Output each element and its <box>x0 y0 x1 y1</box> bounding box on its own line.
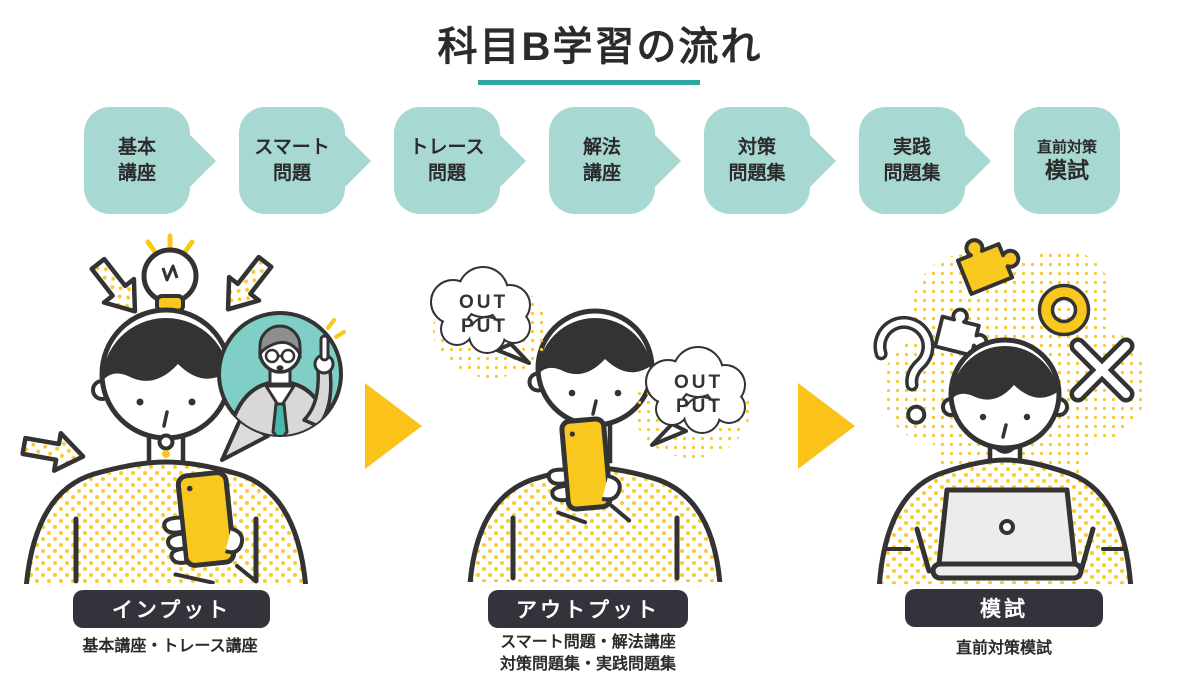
flow-step-trace-questions: トレース 問題 <box>394 107 500 214</box>
title-underline <box>478 80 700 85</box>
output-illustration: OUT PUT OUT PUT <box>430 266 750 582</box>
output-speech-bubble: OUT PUT <box>430 266 549 378</box>
output-speech-bubble: OUT PUT <box>634 346 750 458</box>
step-label: 直前対策 <box>1036 138 1097 156</box>
exam-illustration <box>873 238 1147 584</box>
step-label: 実践 <box>892 136 931 158</box>
puzzle-icon <box>955 238 1021 296</box>
smartphone-icon <box>546 416 632 525</box>
flow-step-smart-questions: スマート 問題 <box>239 107 345 214</box>
output-bubble-text: OUT <box>459 292 508 313</box>
flow-step-basic-course: 基本 講座 <box>84 107 190 214</box>
teacher-avatar <box>217 311 346 462</box>
output-label-bar: アウトプット <box>488 590 688 628</box>
step-label: 講座 <box>117 162 156 184</box>
flow-arrow-icon <box>798 383 855 469</box>
input-label-bar: インプット <box>73 590 270 628</box>
exam-sublabel: 直前対策模試 <box>955 640 1052 657</box>
circle-mark-icon <box>1037 283 1091 337</box>
output-sublabel-line1: スマート問題・解法講座 <box>500 634 676 651</box>
flow-arrow-icon <box>365 383 422 469</box>
exam-label: 模試 <box>980 598 1028 621</box>
output-bubble-text: PUT <box>676 396 723 417</box>
exam-label-bar: 模試 <box>905 589 1103 627</box>
output-bubble-text: OUT <box>674 372 723 393</box>
question-mark-icon <box>873 315 935 425</box>
step-label: 講座 <box>582 162 621 184</box>
output-bubble-text: PUT <box>461 316 508 337</box>
step-label: 問題集 <box>883 162 941 184</box>
input-label: インプット <box>111 599 232 622</box>
step-label: 解法 <box>582 136 621 158</box>
step-label: 問題 <box>427 162 466 184</box>
step-label: 問題集 <box>728 162 786 184</box>
lightbulb-icon <box>141 233 199 313</box>
flow-step-practice-workbook: 実践 問題集 <box>859 107 965 214</box>
cross-mark-icon <box>1069 337 1135 403</box>
step-label: トレース <box>409 136 485 158</box>
page-title: 科目B学習の流れ <box>437 25 763 69</box>
step-label: 模試 <box>1044 157 1089 183</box>
output-label: アウトプット <box>516 599 660 622</box>
laptop-icon <box>930 487 1084 581</box>
smartphone-icon <box>162 470 257 584</box>
flow-step-mock-exam: 直前対策 模試 <box>1014 107 1120 214</box>
step-label: 基本 <box>117 136 156 158</box>
input-illustration <box>18 233 346 584</box>
input-sublabel: 基本講座・トレース講座 <box>82 638 258 655</box>
output-sublabel-line2: 対策問題集・実践問題集 <box>499 656 676 673</box>
flow-step-solution-course: 解法 講座 <box>549 107 655 214</box>
step-label: 問題 <box>272 162 311 184</box>
step-label: スマート <box>254 136 330 158</box>
flow-step-taisaku-workbook: 対策 問題集 <box>704 107 810 214</box>
step-label: 対策 <box>737 136 776 158</box>
